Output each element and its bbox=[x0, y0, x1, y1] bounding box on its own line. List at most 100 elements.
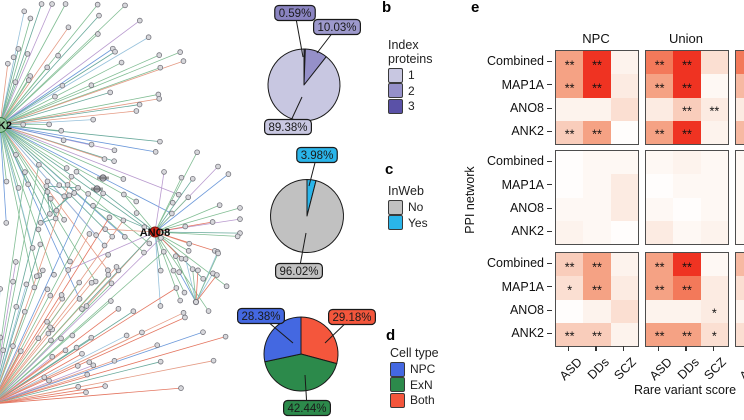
network-node bbox=[3, 220, 10, 226]
network-edge bbox=[0, 289, 48, 389]
heatmap-cell bbox=[700, 253, 728, 277]
network-node bbox=[180, 310, 187, 316]
network-node bbox=[105, 272, 112, 278]
network-edge bbox=[0, 350, 4, 368]
network-node bbox=[44, 189, 51, 195]
network-node bbox=[105, 251, 111, 258]
significance-stars: ** bbox=[682, 127, 692, 142]
network-node bbox=[205, 308, 212, 314]
network-edge bbox=[0, 332, 143, 401]
network-edge bbox=[195, 270, 199, 303]
significance-stars: ** bbox=[709, 104, 720, 119]
legend-item-label: Both bbox=[410, 393, 435, 407]
network-node bbox=[44, 64, 50, 71]
network-node bbox=[79, 350, 85, 357]
network-edge bbox=[0, 336, 226, 403]
heatmap-cell bbox=[646, 174, 674, 198]
network-node bbox=[157, 64, 164, 71]
network-node bbox=[210, 357, 217, 364]
network-edge bbox=[0, 282, 92, 395]
pie-slice-No bbox=[270, 179, 344, 253]
network-edge bbox=[0, 124, 55, 275]
network-node bbox=[86, 359, 93, 365]
panel-letter-e: e bbox=[471, 0, 480, 16]
pie-callout-box bbox=[237, 307, 286, 325]
network-edge bbox=[154, 231, 241, 234]
network-node bbox=[130, 308, 137, 315]
panel-letter-b: b bbox=[382, 0, 392, 16]
heatmap-cell bbox=[610, 253, 638, 277]
network-node bbox=[182, 256, 189, 262]
network-hub-node bbox=[149, 226, 161, 238]
network-edge bbox=[0, 364, 94, 402]
network-edge bbox=[0, 124, 173, 214]
network-node bbox=[111, 147, 118, 154]
significance-stars: ** bbox=[654, 283, 665, 298]
heatmap-cell: ** bbox=[673, 276, 701, 300]
heatmap-cell: ** bbox=[583, 276, 611, 300]
pie-callout-box bbox=[275, 262, 324, 280]
heatmap-cell bbox=[610, 174, 638, 198]
legend-swatch bbox=[390, 392, 405, 408]
heatmap-cell: ** bbox=[673, 120, 701, 144]
network-node bbox=[12, 79, 19, 85]
heatmap-row-tick bbox=[547, 184, 552, 186]
network-node bbox=[3, 178, 10, 185]
network-node bbox=[47, 324, 53, 331]
network-node bbox=[158, 235, 164, 241]
network-node bbox=[25, 77, 32, 83]
significance-stars: * bbox=[711, 306, 717, 321]
heatmap-cell bbox=[556, 151, 584, 175]
network-edge bbox=[0, 124, 7, 223]
significance-stars: ** bbox=[564, 260, 575, 275]
network-edge bbox=[0, 62, 122, 126]
pie-callout-box bbox=[283, 399, 332, 417]
significance-stars: ** bbox=[682, 104, 692, 119]
network-edge bbox=[154, 173, 229, 233]
heatmap-row-tick bbox=[547, 332, 552, 334]
network-node bbox=[93, 232, 99, 238]
network-node bbox=[84, 371, 90, 378]
heatmap-y-axis-label: PPI network bbox=[463, 166, 477, 234]
network-edge bbox=[0, 5, 126, 126]
heatmap-row-label: Combined bbox=[487, 54, 544, 69]
network-edge bbox=[195, 274, 218, 303]
legend-item: 2 bbox=[388, 83, 432, 98]
network-node bbox=[10, 54, 17, 61]
network-node bbox=[109, 233, 116, 240]
network-node bbox=[83, 303, 90, 309]
heatmap-cell: ** bbox=[583, 322, 611, 346]
heatmap-cell bbox=[556, 220, 584, 244]
pie-callout-value: 29.18% bbox=[332, 312, 371, 324]
network-node bbox=[65, 24, 72, 31]
heatmap-cell: ** bbox=[646, 276, 674, 300]
heatmap-cell: ** bbox=[646, 322, 674, 346]
network-edge bbox=[0, 300, 112, 398]
significance-stars: ** bbox=[592, 283, 602, 298]
network-edge bbox=[0, 67, 48, 126]
network-node bbox=[182, 314, 188, 321]
network-node bbox=[157, 138, 163, 145]
network-edge bbox=[0, 124, 137, 202]
network-node bbox=[120, 176, 127, 182]
network-edge bbox=[0, 287, 177, 400]
network-edge bbox=[0, 3, 66, 126]
network-edge bbox=[0, 298, 63, 393]
significance-stars: ** bbox=[592, 260, 602, 275]
network-node bbox=[29, 245, 36, 251]
significance-stars: ** bbox=[682, 260, 692, 275]
network-node bbox=[45, 330, 52, 337]
network-node bbox=[71, 190, 77, 196]
network-edge bbox=[68, 231, 156, 271]
network-node bbox=[5, 60, 11, 67]
network-node bbox=[56, 182, 63, 188]
network-node bbox=[102, 383, 108, 389]
network-node bbox=[234, 233, 241, 240]
network-node bbox=[47, 195, 54, 202]
network-edge bbox=[76, 171, 156, 233]
heatmap-cell bbox=[736, 120, 744, 144]
network-node bbox=[46, 377, 52, 384]
heatmap-row-tick bbox=[547, 161, 552, 163]
heatmap-row-label: Combined bbox=[487, 154, 544, 169]
